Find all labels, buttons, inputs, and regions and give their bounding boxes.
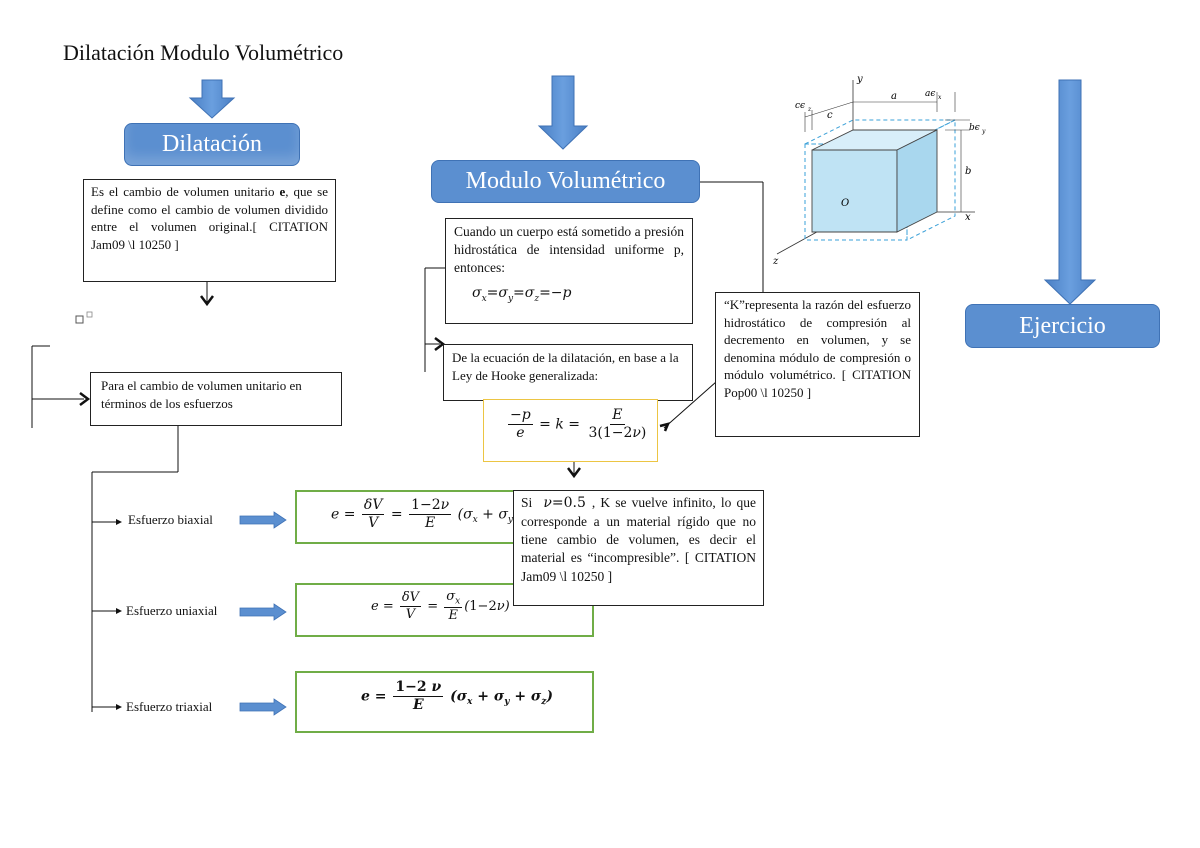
label-uniaxial: Esfuerzo uniaxial	[126, 603, 218, 618]
chevron-arrow-1	[200, 295, 214, 307]
label-biaxial: Esfuerzo biaxial	[128, 512, 213, 527]
cube-label-b: b	[965, 166, 971, 177]
page-title: Dilatación Modulo Volumétrico	[63, 40, 344, 65]
cube-label-o: O	[841, 198, 849, 209]
cube-label-b-eps: bϵ	[969, 123, 980, 133]
node-modulo-volumetrico[interactable]: Modulo Volumétrico	[431, 160, 700, 203]
cube-label-c-eps-sub: z	[807, 106, 812, 113]
k-definition-box: “K”representa la razón del esfuerzo hidr…	[715, 292, 920, 437]
cube-label-y: y	[856, 74, 863, 85]
cube-diagram: y x z O a b c aϵ x bϵ y cϵ z	[772, 74, 986, 267]
right-arrow-uniaxial	[239, 603, 287, 621]
down-block-arrow-ejercicio	[1043, 79, 1097, 305]
cube-label-c-eps: cϵ	[795, 101, 805, 111]
dil-def-post: , que se define como el cambio de volume…	[91, 184, 328, 252]
ecuacion-box: De la ecuación de la dilatación, en base…	[443, 344, 693, 401]
right-arrow-triaxial	[239, 698, 287, 716]
k-def-text: “K”representa la razón del esfuerzo hidr…	[724, 297, 911, 400]
right-arrow-biaxial	[239, 511, 287, 529]
dil-def-pre: Es el cambio de volumen unitario	[91, 184, 280, 199]
down-block-arrow-modulo	[537, 75, 589, 150]
node-dilatacion[interactable]: Dilatación	[124, 123, 300, 166]
down-block-arrow-dilatacion	[188, 79, 236, 119]
incompresible-box: Si ν=0.5, K se vuelve infinito, lo que c…	[513, 490, 764, 606]
cube-label-a: a	[891, 91, 897, 102]
cambio-volumen-box: Para el cambio de volumen unitario en té…	[90, 372, 342, 426]
cube-label-c: c	[827, 110, 833, 121]
cube-label-a-eps-sub: x	[938, 94, 942, 101]
cube-label-a-eps: aϵ	[925, 89, 935, 99]
ecuacion-text: De la ecuación de la dilatación, en base…	[452, 350, 679, 383]
cambio-text: Para el cambio de volumen unitario en té…	[101, 378, 302, 411]
cube-label-x: x	[965, 212, 971, 223]
dilatacion-definition: Es el cambio de volumen unitario e, que …	[83, 179, 336, 282]
si-pre: Si	[521, 495, 533, 510]
hidrostatica-box: Cuando un cuerpo está sometido a presión…	[445, 218, 693, 324]
hidro-text: Cuando un cuerpo está sometido a presión…	[454, 224, 684, 276]
node-ejercicio[interactable]: Ejercicio	[965, 304, 1160, 348]
nu-value: 0.5	[563, 495, 586, 511]
cube-label-z: z	[772, 256, 779, 267]
si-post: , K se vuelve infinito, lo que correspon…	[521, 495, 756, 584]
cube-label-b-eps-sub: y	[981, 128, 986, 135]
label-triaxial: Esfuerzo triaxial	[126, 699, 213, 714]
dil-def-bold: e	[279, 184, 286, 199]
